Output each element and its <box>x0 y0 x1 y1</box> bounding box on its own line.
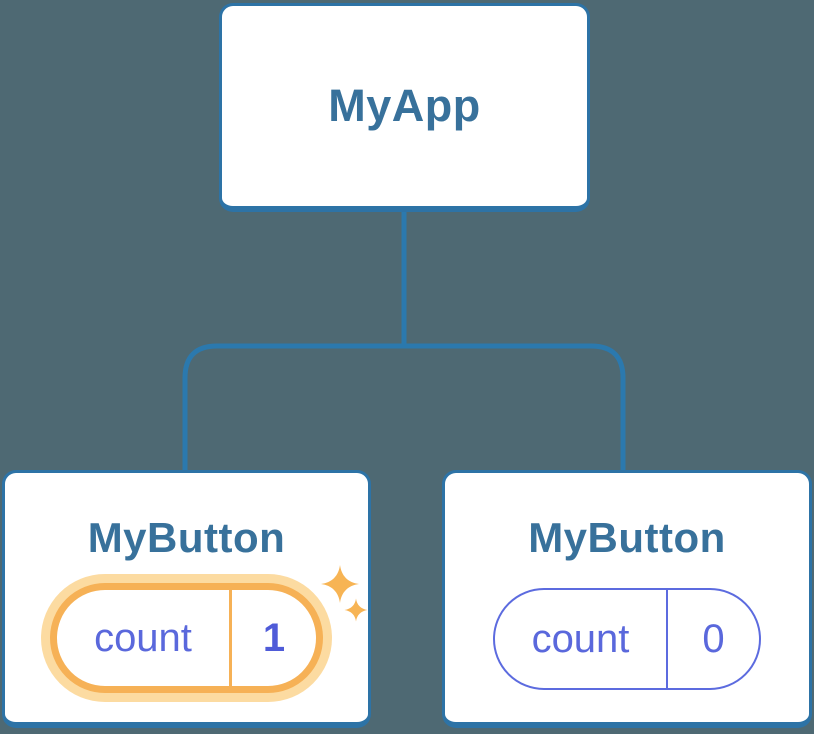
sparkle-icon <box>321 565 368 622</box>
state-value: 1 <box>229 590 316 686</box>
children-bracket-line <box>182 343 626 472</box>
state-key-label: count <box>94 615 192 660</box>
component-node-mybutton-2: MyButton count 0 <box>442 470 812 728</box>
state-value: 0 <box>666 590 759 688</box>
state-key-label: count <box>531 616 630 661</box>
state-pill-highlighted: count 1 <box>50 583 323 693</box>
state-pill: count 0 <box>493 588 761 690</box>
component-label: MyApp <box>328 80 481 131</box>
component-label: MyButton <box>528 514 726 561</box>
component-node-myapp: MyApp <box>219 3 590 212</box>
component-label: MyButton <box>87 514 286 561</box>
component-node-mybutton-1: MyButton count 1 <box>2 470 371 728</box>
